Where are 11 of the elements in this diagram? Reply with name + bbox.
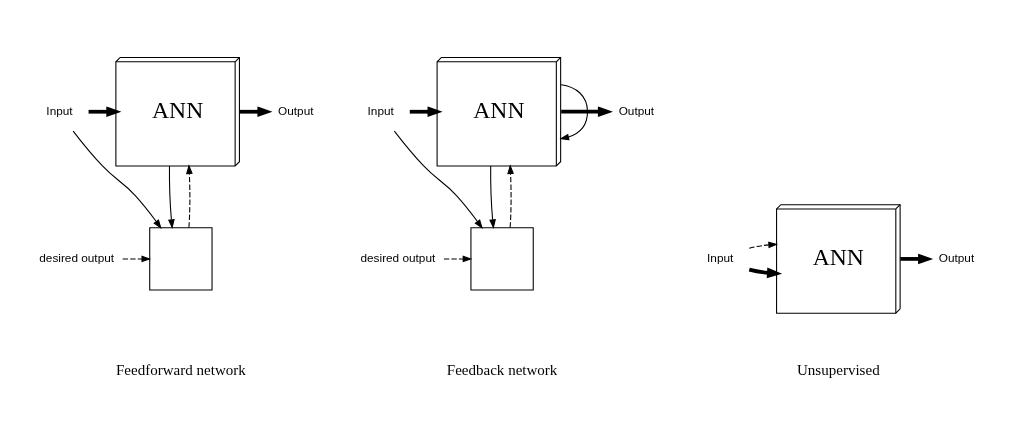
- node-text: desired output: [39, 250, 115, 265]
- label: Unsupervised: [797, 361, 880, 378]
- node-text: Input: [707, 250, 734, 265]
- node-text: Output: [938, 250, 975, 265]
- node-text: Input: [46, 103, 73, 118]
- node-text: Output: [278, 103, 314, 118]
- node-text: Output: [618, 103, 655, 118]
- node-text: desired output: [360, 250, 436, 265]
- label: Feedforward network: [115, 361, 246, 378]
- label: Feedback network: [446, 361, 558, 378]
- node-text: Input: [367, 103, 394, 118]
